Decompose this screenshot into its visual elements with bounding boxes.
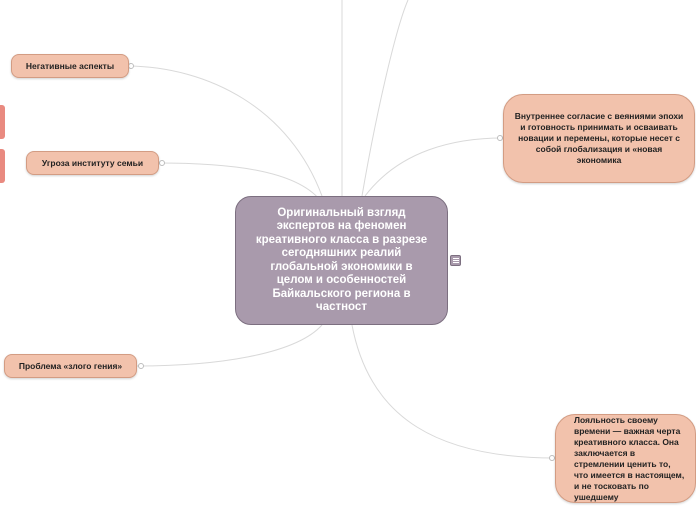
- connector-loyalty: [351, 324, 556, 459]
- branch-family-threat[interactable]: Угроза институту семьи: [26, 151, 159, 175]
- branch-label: Внутреннее согласие с веяниями эпохи и г…: [514, 111, 684, 165]
- connector-dot-negative: [128, 63, 134, 69]
- branch-negative-aspects[interactable]: Негативные аспекты: [11, 54, 129, 78]
- connector-dot-agreement: [497, 135, 503, 141]
- branch-label: Лояльность своему времени — важная черта…: [574, 414, 685, 502]
- central-topic-text: Оригинальный взгляд экспертов на феномен…: [255, 206, 428, 314]
- connector-family: [156, 162, 321, 201]
- connector-dot-loyalty: [549, 455, 555, 461]
- connector-top-right: [361, 0, 409, 197]
- connector-negative: [124, 65, 323, 197]
- branch-loyalty[interactable]: Лояльность своему времени — важная черта…: [555, 414, 696, 503]
- connector-agreement: [364, 137, 504, 197]
- menu-icon[interactable]: [450, 255, 461, 266]
- connector-genius: [136, 324, 323, 367]
- branch-label: Угроза институту семьи: [41, 157, 144, 168]
- connector-dot-genius: [138, 363, 144, 369]
- collapsed-branch-stub[interactable]: [0, 149, 5, 183]
- branch-label: Негативные аспекты: [25, 60, 115, 71]
- branch-evil-genius[interactable]: Проблема «злого гения»: [4, 354, 137, 378]
- central-topic[interactable]: Оригинальный взгляд экспертов на феномен…: [235, 196, 448, 325]
- branch-label: Проблема «злого гения»: [18, 360, 123, 371]
- collapsed-branch-stub[interactable]: [0, 105, 5, 139]
- branch-inner-agreement[interactable]: Внутреннее согласие с веяниями эпохи и г…: [503, 94, 695, 183]
- connector-dot-family: [159, 160, 165, 166]
